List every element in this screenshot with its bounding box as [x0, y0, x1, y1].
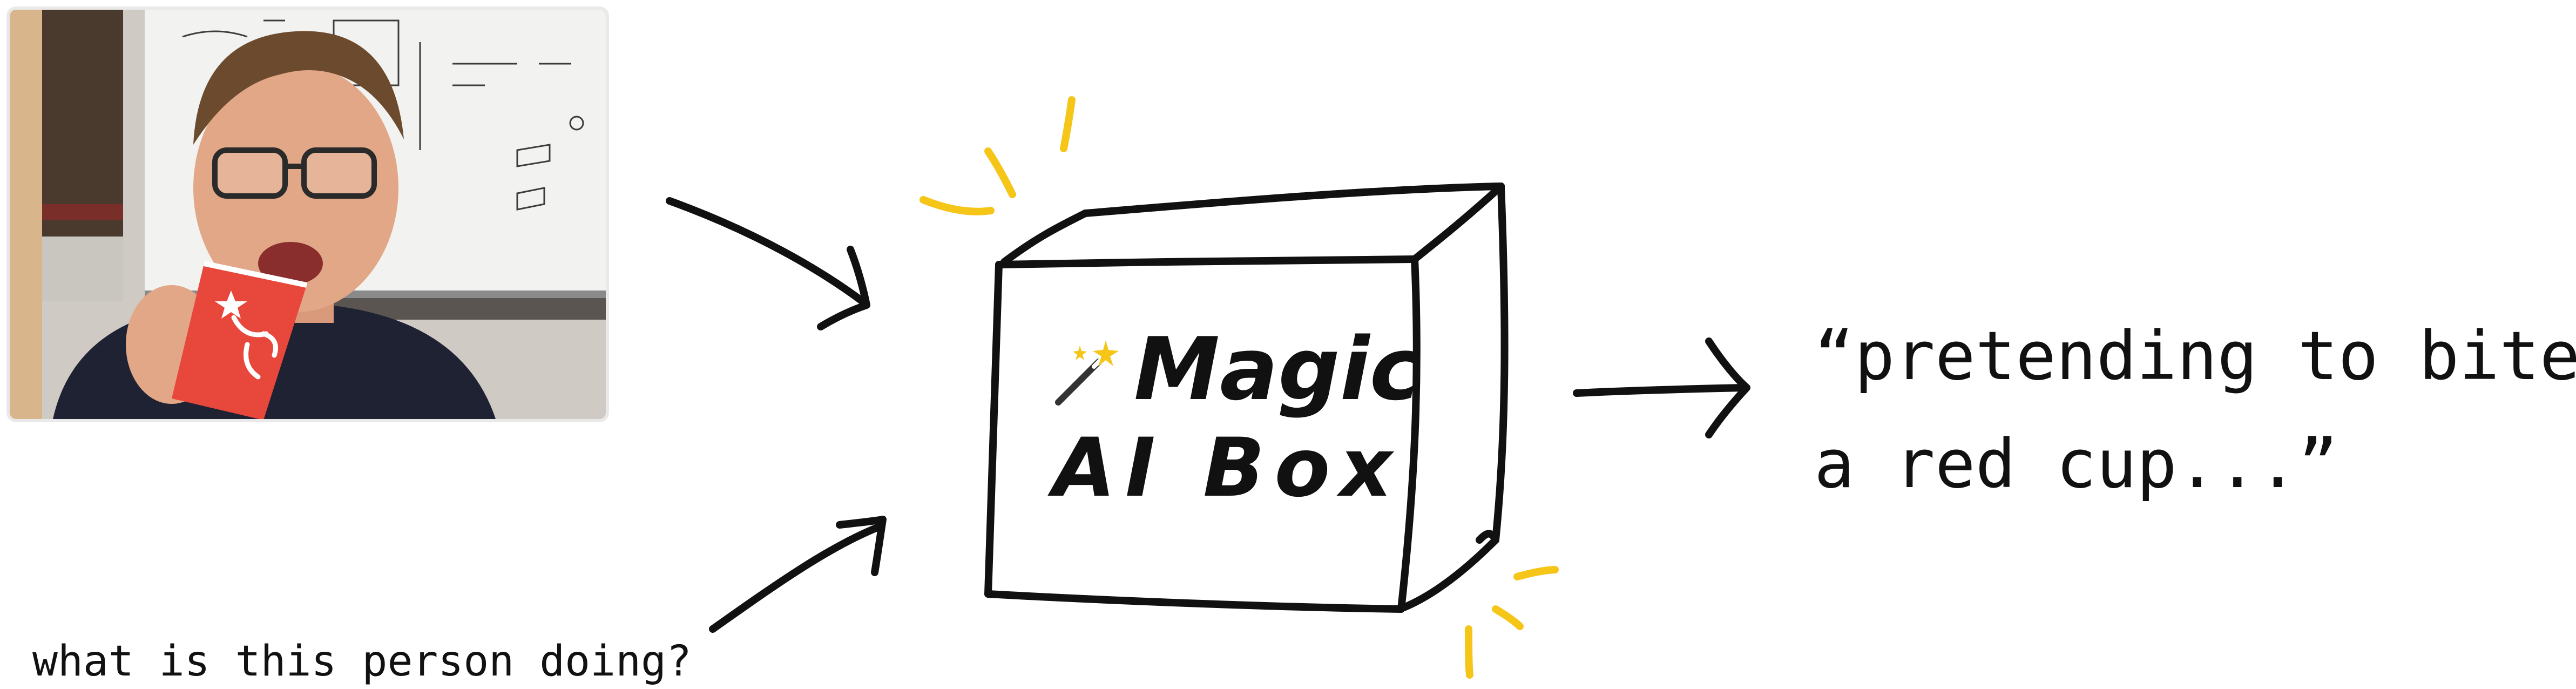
arrow-question-to-box: [713, 519, 883, 629]
box-label-line2: AI Box: [1053, 421, 1402, 515]
output-caption: “pretending to bite a red cup...”: [1814, 302, 2565, 518]
box-label-line1: Magic: [1134, 319, 1421, 420]
question-prompt: what is this person doing?: [32, 637, 692, 686]
arrow-photo-to-box: [670, 201, 867, 327]
output-caption-line2: a red cup...”: [1814, 410, 2565, 518]
arrow-box-to-output: [1577, 341, 1747, 435]
output-caption-line1: “pretending to bite: [1814, 302, 2565, 410]
magic-wand-sparkles-icon: [1047, 335, 1123, 410]
